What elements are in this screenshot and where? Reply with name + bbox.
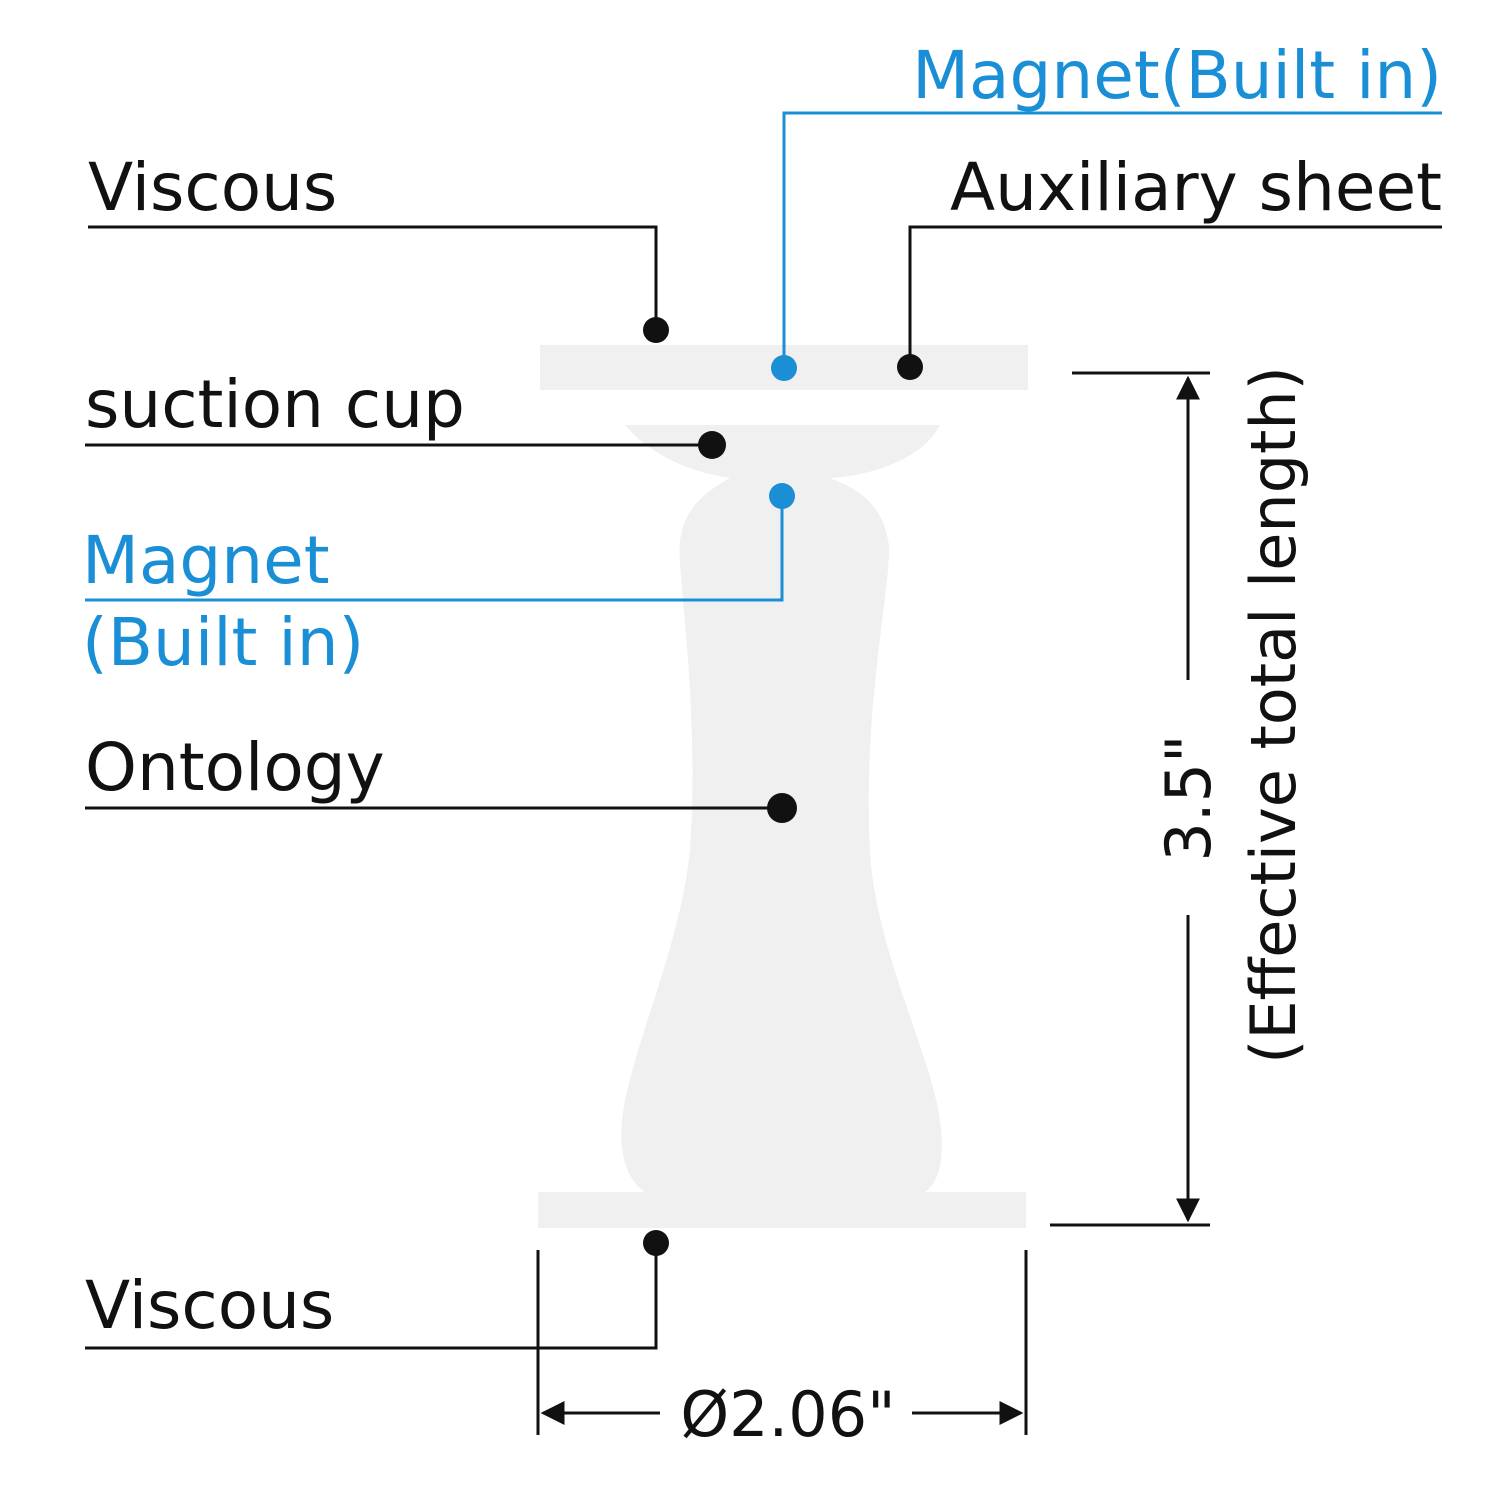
dot-auxiliary-sheet bbox=[897, 354, 923, 380]
label-viscous-bottom: Viscous bbox=[85, 1267, 334, 1344]
label-suction-cup: suction cup bbox=[85, 366, 465, 443]
leader-auxiliary-sheet bbox=[908, 225, 1442, 367]
label-height-value: 3.5" bbox=[1152, 734, 1225, 861]
label-diameter: Ø2.06" bbox=[680, 1378, 895, 1451]
accent-leader-lines bbox=[85, 111, 1442, 602]
dot-suction-cup bbox=[698, 431, 726, 459]
height-note-group: (Effective total length) bbox=[1237, 366, 1310, 1064]
text-labels: Magnet(Built in) Viscous Auxiliary sheet… bbox=[82, 37, 1442, 1451]
label-height-note: (Effective total length) bbox=[1237, 366, 1310, 1064]
leader-viscous-bottom bbox=[85, 1243, 658, 1350]
marker-dots bbox=[643, 317, 923, 1256]
bottom-plate bbox=[538, 1192, 1026, 1228]
label-auxiliary-sheet: Auxiliary sheet bbox=[950, 149, 1442, 226]
leader-lines bbox=[85, 225, 1442, 1350]
dot-viscous-top bbox=[643, 317, 669, 343]
label-ontology: Ontology bbox=[85, 729, 385, 806]
leader-viscous-top bbox=[88, 225, 658, 330]
body-shape bbox=[621, 478, 942, 1195]
leader-magnet-mid bbox=[85, 496, 784, 602]
label-magnet-mid-line2: (Built in) bbox=[82, 604, 364, 681]
leader-magnet-top bbox=[782, 111, 1442, 368]
label-magnet-mid-line1: Magnet bbox=[82, 522, 330, 599]
label-magnet-top: Magnet(Built in) bbox=[912, 37, 1442, 114]
suction-cup-shape bbox=[625, 425, 940, 480]
height-label-group: 3.5" bbox=[1152, 734, 1225, 861]
dimension-lines bbox=[536, 371, 1210, 1435]
dot-ontology bbox=[767, 793, 797, 823]
label-viscous-top: Viscous bbox=[88, 149, 337, 226]
dot-viscous-bottom bbox=[643, 1230, 669, 1256]
product-silhouette bbox=[538, 345, 1028, 1228]
dot-magnet-mid bbox=[769, 483, 795, 509]
dot-magnet-top bbox=[771, 355, 797, 381]
